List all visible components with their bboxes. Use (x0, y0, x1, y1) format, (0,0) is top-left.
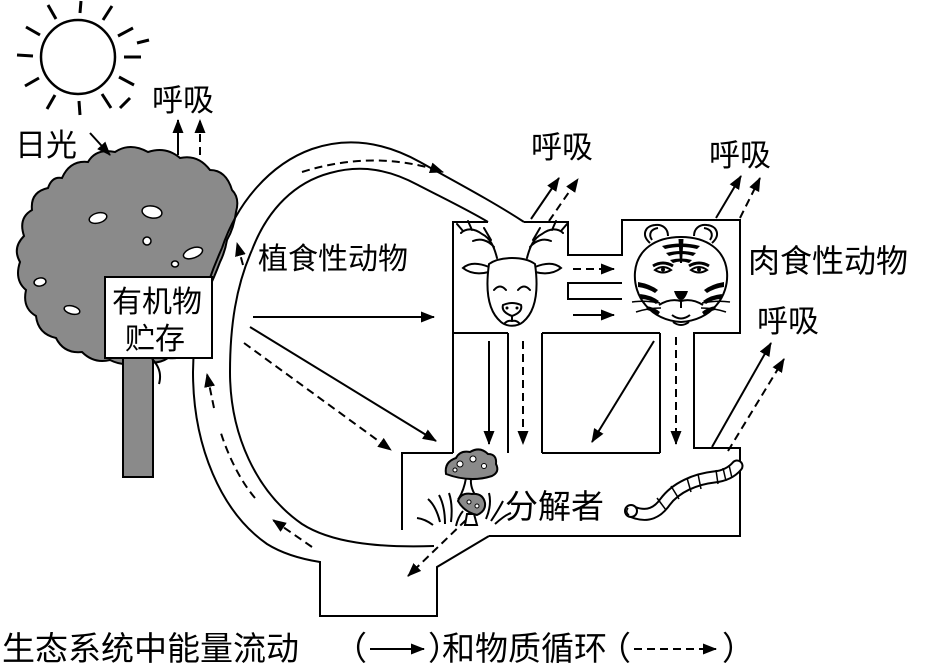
label-respiration-carnivore: 呼吸 (709, 138, 771, 173)
label-decomposer: 分解者 (505, 489, 604, 526)
label-respiration-tree: 呼吸 (152, 83, 214, 118)
matter-arrow-ring-bottom (272, 519, 313, 548)
sun-icon (16, 0, 150, 116)
energy-arrow-sun-to-tree (89, 132, 111, 156)
label-herbivore: 植食性动物 (258, 243, 408, 276)
herbivore-box (452, 221, 488, 453)
matter-arrow-ring-left-mid (204, 373, 216, 409)
mushroom-icon (416, 448, 512, 527)
matter-arrow-tree-to-decomposer (243, 342, 392, 451)
worm-icon (624, 459, 744, 521)
matter-arrow-decomposer-to-soil (407, 519, 467, 577)
label-sunlight: 日光 (15, 128, 77, 163)
caption-paren-open-2: （ (598, 632, 631, 668)
label-carnivore: 肉食性动物 (748, 243, 908, 279)
energy-arrows (89, 119, 772, 448)
caption-energy-text: 生态系统中能量流动 (2, 631, 299, 668)
label-respiration-decomposer: 呼吸 (757, 304, 819, 339)
ring-outer-top-arc (221, 141, 525, 249)
caption: 生态系统中能量流动 （ ） 和物质循环 （ ） (2, 631, 755, 668)
tree-trunk (122, 357, 154, 478)
tiger-icon (631, 223, 731, 326)
energy-arrow-carnivore-respiration (715, 175, 742, 219)
matter-arrow-ring-top (301, 159, 444, 174)
energy-arrow-herbivore-respiration (530, 177, 560, 220)
caption-matter-text: 和物质循环 (442, 631, 607, 668)
organic-matter-box (104, 276, 213, 359)
ring-inner-top-arc (251, 167, 489, 251)
matter-arrow-decomposer-respiration (727, 358, 785, 452)
matter-arrow-ring-left-upper (235, 242, 246, 266)
caption-paren-close-2: ） (722, 632, 755, 668)
label-respiration-herbivore: 呼吸 (531, 130, 593, 165)
label-organic-matter-line1: 有机物 (112, 286, 202, 319)
matter-arrows (194, 119, 785, 577)
matter-arrow-carnivore-respiration (739, 177, 761, 219)
energy-arrow-tree-to-decomposer (249, 326, 437, 442)
caption-paren-open-1: （ (334, 632, 367, 668)
canopy-holes (33, 205, 204, 316)
caption-paren-close-1: ） (428, 632, 461, 668)
energy-arrow-decomposer-respiration (711, 342, 772, 448)
ring-inner-left-arc (228, 249, 435, 548)
grass-icon (416, 492, 512, 527)
label-organic-matter-line2: 贮存 (125, 323, 185, 356)
matter-arrow-herbivore-respiration (548, 178, 579, 222)
cycle-ring (191, 141, 525, 617)
deer-icon (456, 220, 568, 327)
energy-arrow-carnivore-to-decomposer (591, 340, 655, 443)
decomposer-box (401, 452, 660, 530)
